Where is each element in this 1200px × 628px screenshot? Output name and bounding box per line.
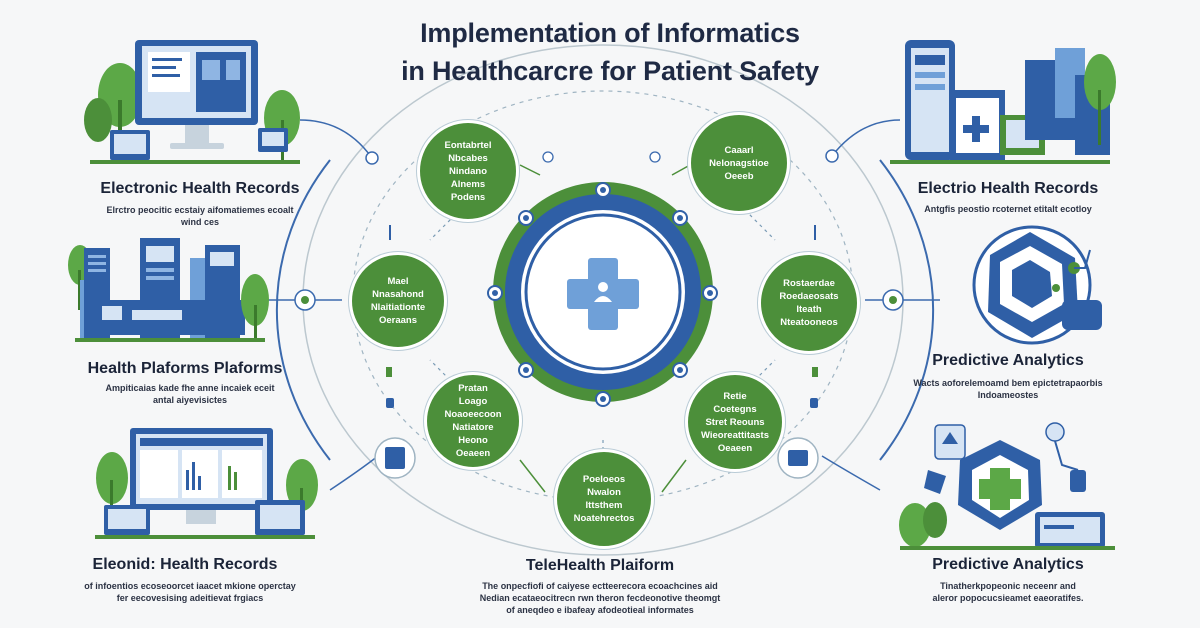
servers-illustration-mid-left	[68, 238, 269, 342]
section-label-mid-left: Health Plaforms Plaforms	[87, 360, 283, 377]
hub-dot-bottom	[595, 391, 611, 407]
right-blue-arc	[879, 159, 935, 461]
connector-bottom-left	[329, 455, 379, 491]
hub-dot-bottom-right	[672, 362, 688, 378]
monitor-illustration-bottom-left	[95, 428, 318, 539]
section-label-mid-right: Predictive Analytics	[932, 352, 1084, 369]
section-desc-bottom-left: of infoentios ecoseoorcet iaacet mkione …	[84, 581, 296, 603]
analytics-illustration-mid-right	[972, 225, 1102, 345]
section-desc-mid-left: Ampiticaias kade fhe anne incaiek eceit …	[105, 383, 275, 405]
section-desc-top-left: Elrctro peocitic ecstaiy aifomatiemes ec…	[106, 205, 294, 227]
section-label-bottom-right: Predictive Analytics	[932, 556, 1084, 573]
section-label-top-right: Electrio Health Records	[917, 180, 1099, 197]
section-desc-top-right: Antgfis peostio rcoternet etitalt ecotlo…	[924, 204, 1092, 214]
connector-bottom-right	[821, 455, 881, 491]
connector-top-right	[831, 119, 901, 157]
hub-dot-top-right	[672, 210, 688, 226]
medical-cross-icon	[567, 258, 639, 330]
title-line-2: in Healthcarcre for Patient Safety	[401, 56, 819, 86]
section-label-top-left: Electronic Health Records	[100, 180, 300, 197]
connector-top-left	[299, 119, 373, 159]
left-blue-arc	[275, 159, 331, 461]
section-desc-bottom-center: The onpecfiofi of caiyese ectteerecora e…	[479, 581, 721, 615]
section-label-bottom-center: TeleHealth Plaiform	[525, 557, 675, 574]
monitor-illustration-top-left	[84, 40, 300, 164]
section-desc-mid-right: Wacts aoforelemoamd bem epictetrapaorbis…	[913, 378, 1103, 400]
hub-dot-top	[595, 182, 611, 198]
section-label-bottom-left: Eleonid: Health Records	[92, 556, 278, 573]
devices-illustration-top-right	[890, 40, 1116, 164]
hub-dot-top-left	[518, 210, 534, 226]
section-desc-bottom-right: Tinatherkpopeonic neceenr and aleror pop…	[932, 581, 1084, 603]
hub-dot-left	[487, 285, 503, 301]
title-line-1: Implementation of Informatics	[420, 18, 800, 48]
shield-illustration-bottom-right	[899, 422, 1115, 550]
page-title: Implementation of Informatics in Healthc…	[320, 14, 900, 90]
hub-dot-bottom-left	[518, 362, 534, 378]
hub-dot-right	[702, 285, 718, 301]
